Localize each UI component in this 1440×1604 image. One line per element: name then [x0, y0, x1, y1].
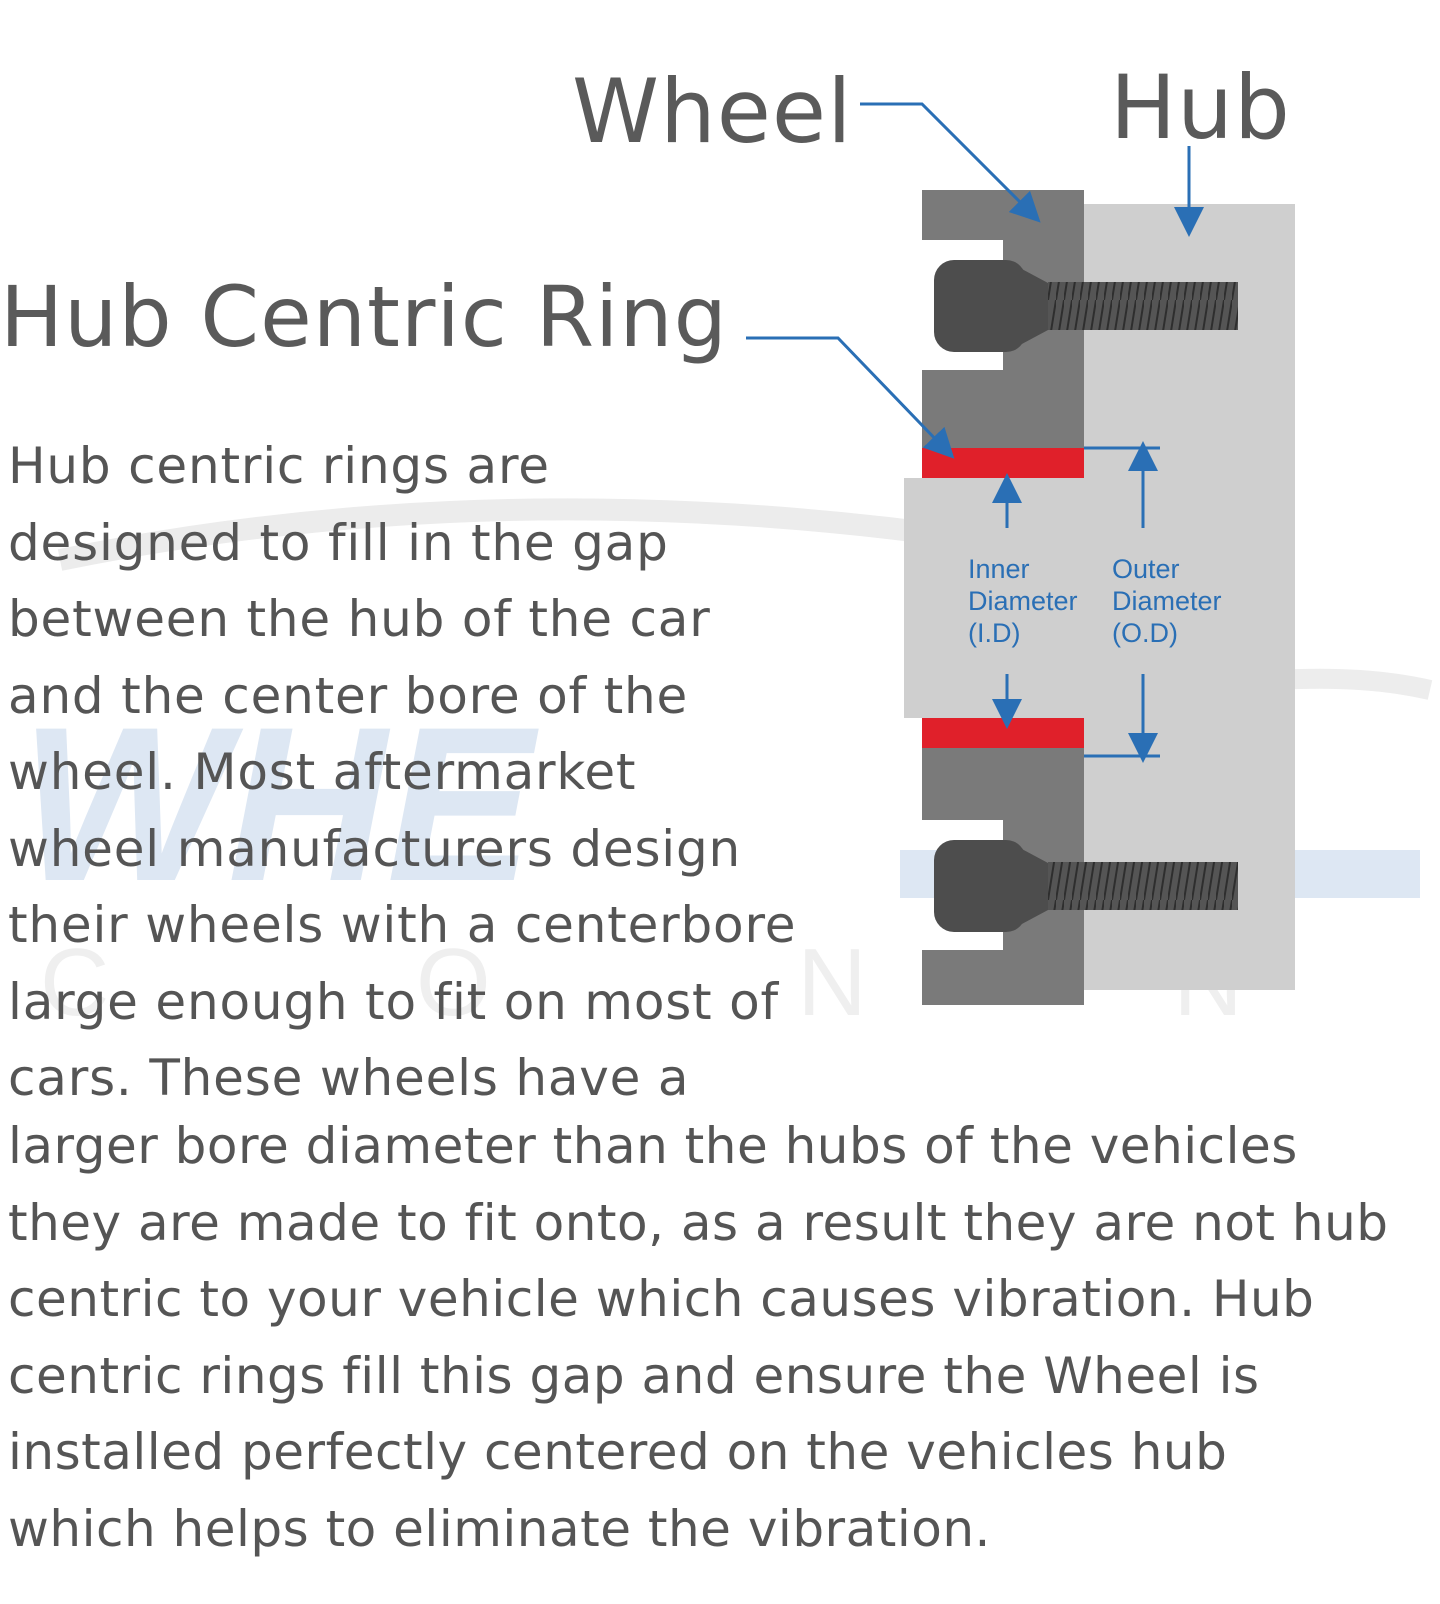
paragraph-line: their wheels with a centerbore — [8, 896, 797, 954]
ring-leader — [746, 336, 955, 459]
paragraph-line: large enough to fit on most of — [8, 972, 779, 1031]
paragraph-line: between the hub of the car — [8, 590, 711, 648]
inner-diameter-label: Inner Diameter (I.D) — [968, 554, 1085, 648]
paragraph-line: and the center bore of the — [8, 666, 689, 725]
lower-bolt — [934, 840, 1238, 932]
paragraph-line: wheel. Most aftermarket — [8, 743, 637, 801]
paragraph-line: which helps to eliminate the vibration. — [8, 1499, 991, 1558]
outer-diameter-label: Outer Diameter (O.D) — [1112, 554, 1229, 648]
ring-upper — [922, 448, 1084, 478]
paragraph-line: larger bore diameter than the hubs of th… — [8, 1117, 1298, 1175]
ring-lower — [922, 718, 1084, 748]
paragraph-line: they are made to fit onto, as a result t… — [8, 1193, 1389, 1252]
paragraph-line: centric rings fill this gap and ensure t… — [8, 1346, 1260, 1405]
wheel-leader — [860, 102, 1041, 223]
description-paragraph-top: Hub centric rings are designed to fill i… — [8, 428, 868, 1117]
paragraph-line: installed perfectly centered on the vehi… — [8, 1423, 1228, 1481]
description-paragraph-bottom: larger bore diameter than the hubs of th… — [8, 1108, 1438, 1567]
hub-centric-ring-label: Hub Centric Ring — [0, 268, 728, 366]
wheel-label: Wheel — [572, 60, 853, 163]
hub-center — [904, 478, 1084, 718]
hub-block — [1080, 204, 1295, 990]
upper-bolt — [934, 260, 1238, 352]
paragraph-line: cars. These wheels have a — [8, 1049, 690, 1107]
paragraph-line: Hub centric rings are — [8, 437, 550, 495]
paragraph-line: centric to your vehicle which causes vib… — [8, 1270, 1315, 1328]
hub-label: Hub — [1110, 56, 1291, 159]
paragraph-line: wheel manufacturers design — [8, 819, 742, 878]
paragraph-line: designed to fill in the gap — [8, 513, 669, 572]
outer-diameter-marker — [1084, 441, 1160, 763]
